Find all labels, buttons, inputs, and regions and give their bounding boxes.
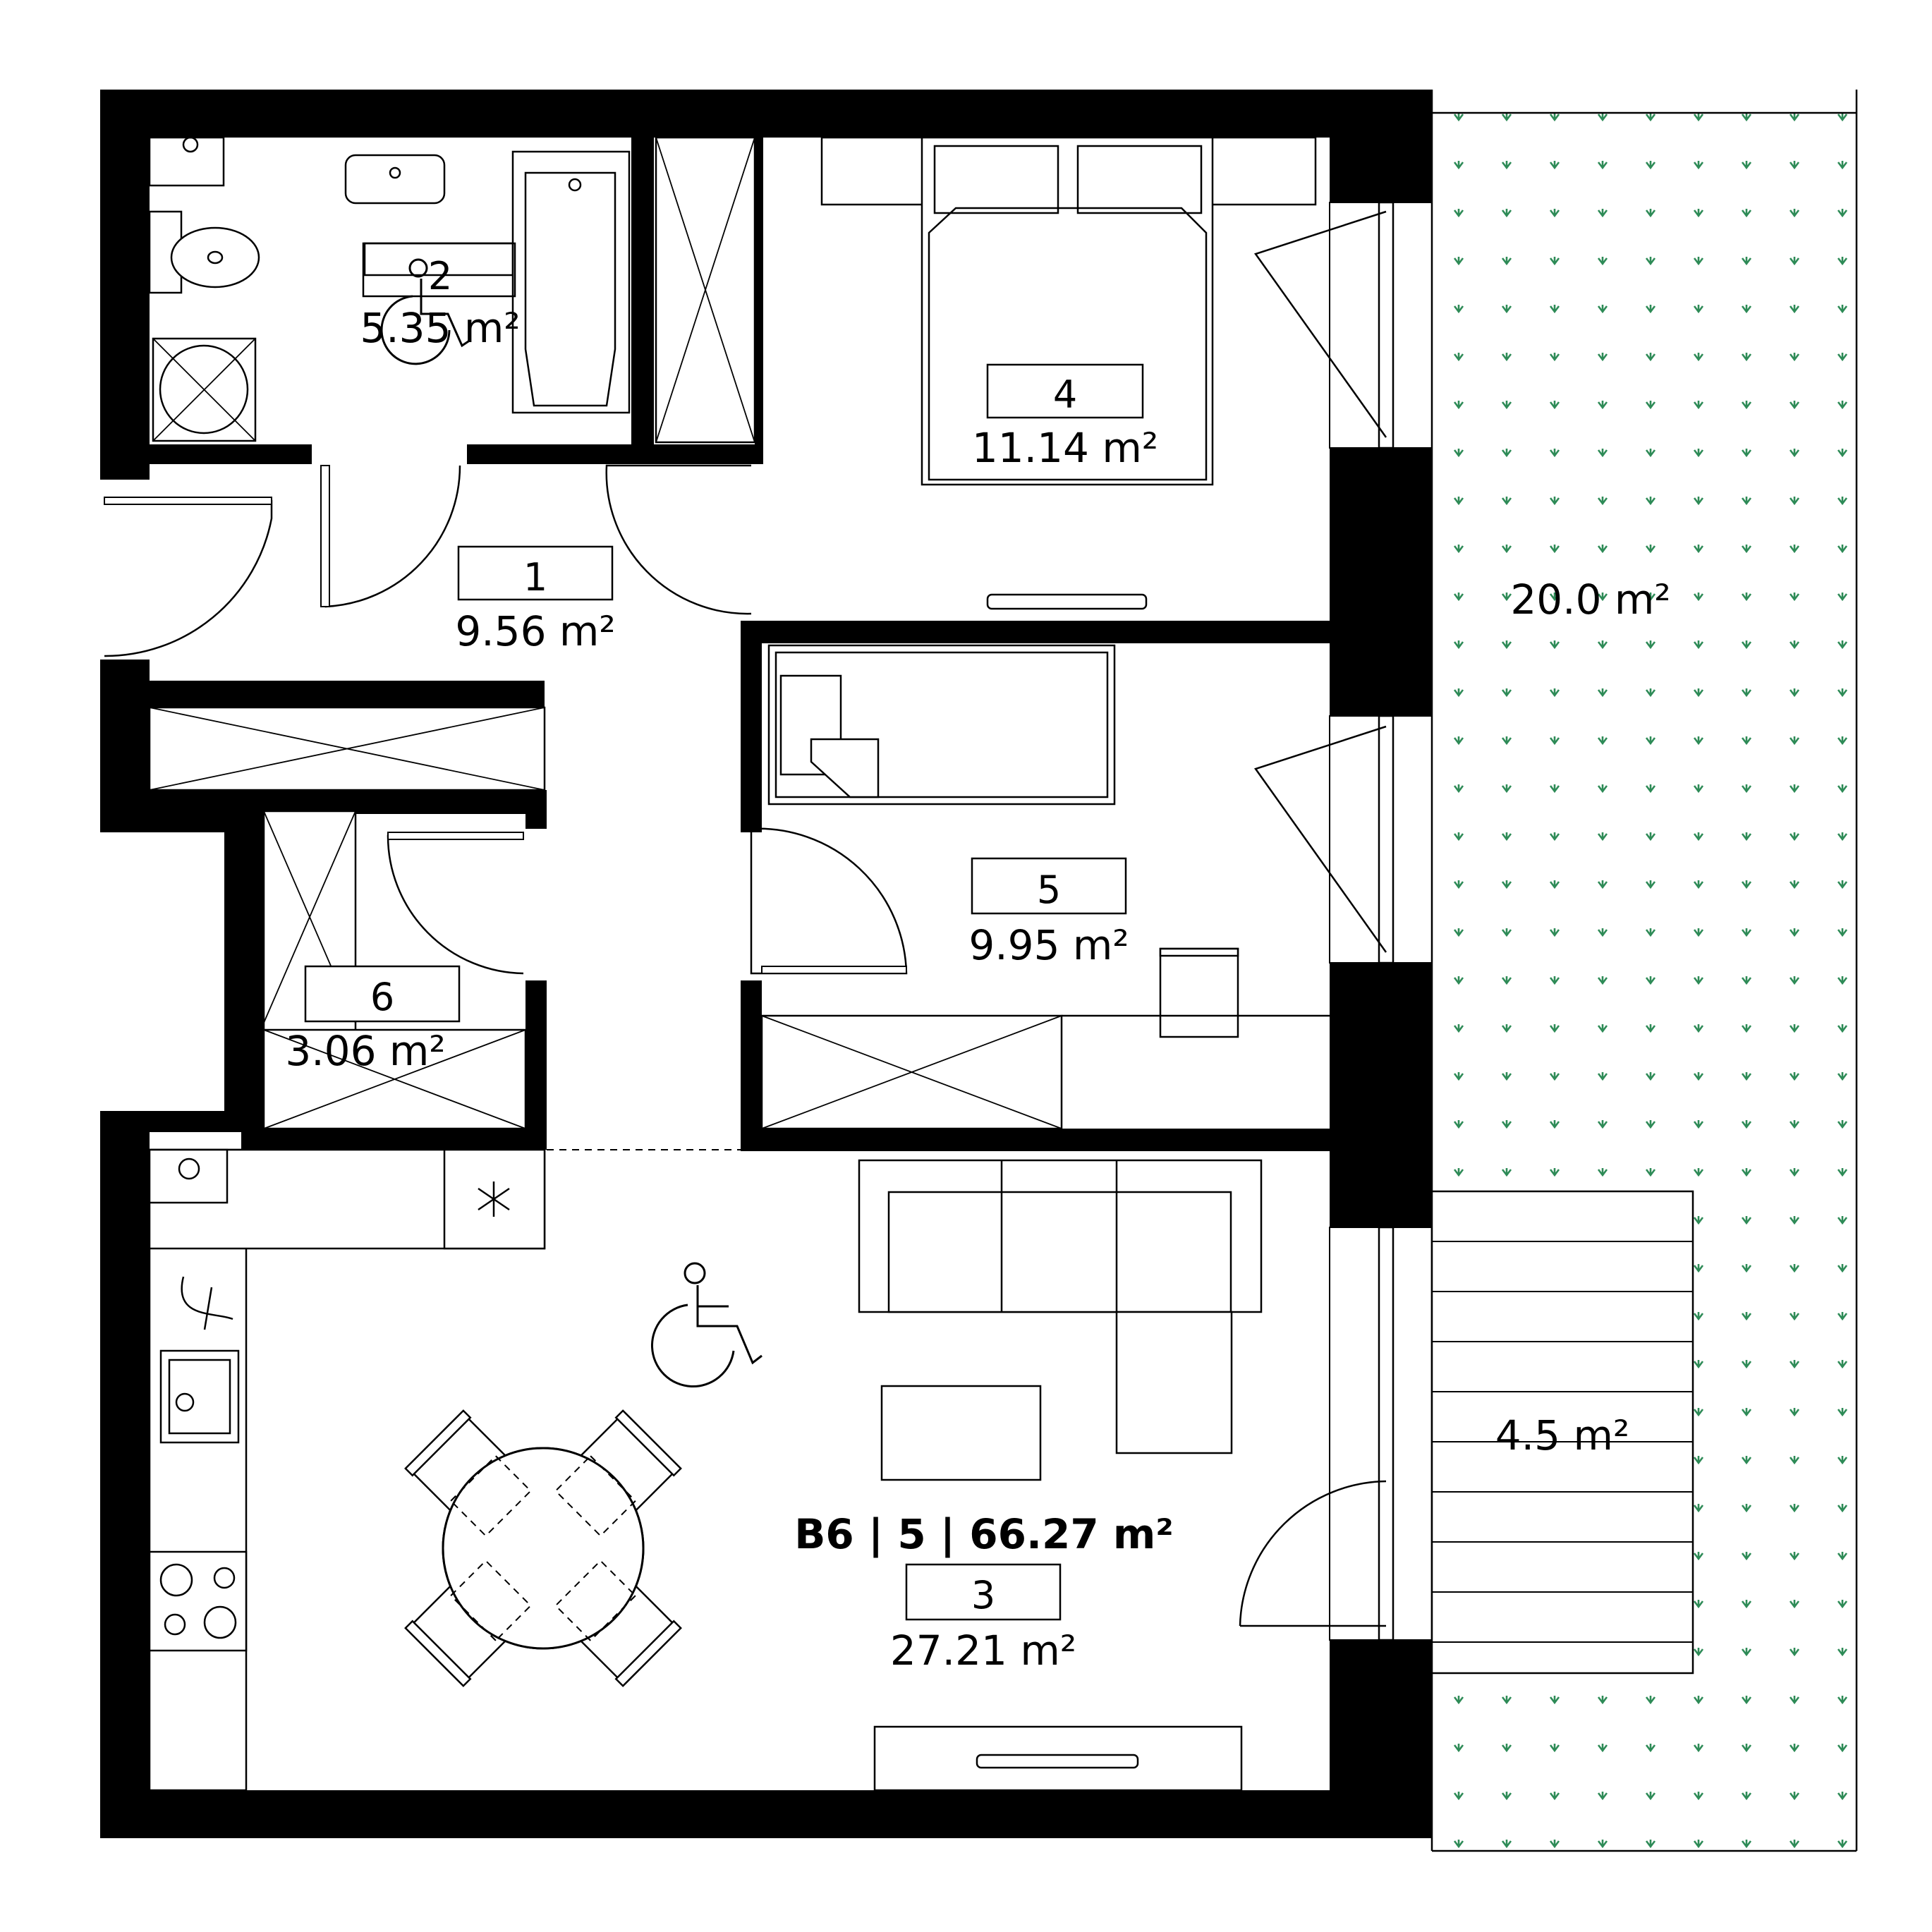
room-4-area: 11.14 m² (972, 424, 1158, 472)
room-4-number: 4 (1053, 372, 1077, 417)
bathroom-fixtures (148, 136, 756, 444)
apartment-title: B6 | 5 | 66.27 m² (794, 1510, 1174, 1558)
room-5-number: 5 (1037, 868, 1061, 912)
dining-table (442, 1447, 645, 1650)
doors (104, 464, 1330, 1640)
room-2-number: 2 (428, 254, 452, 298)
room-1-label: 1 9.56 m² (455, 545, 616, 655)
sofa (858, 1159, 1263, 1481)
room-1-area: 9.56 m² (455, 607, 615, 655)
bedroom-5-furniture (760, 644, 1330, 1130)
room-2-label: 2 5.35 m² (360, 242, 521, 352)
room-5-area: 9.95 m² (968, 921, 1129, 969)
chair-under-table (449, 1454, 532, 1537)
room-labels: 2 5.35 m² 4 11.14 m² 1 9.56 m² 5 9.95 m²… (285, 242, 1671, 1675)
room-3-number: 3 (971, 1573, 995, 1617)
room-6-area: 3.06 m² (285, 1027, 445, 1075)
kitchen (148, 1148, 546, 1792)
window-swings (1239, 210, 1387, 1627)
wheelchair-icon (651, 1262, 763, 1387)
room-3-area: 27.21 m² (890, 1627, 1076, 1675)
chair-under-table (554, 1560, 637, 1642)
room-6-number: 6 (370, 975, 394, 1019)
walls (100, 90, 1432, 1838)
room-6-label: 6 3.06 m² (285, 965, 461, 1075)
bedroom-4-furniture (820, 136, 1317, 610)
chair-under-table (449, 1560, 532, 1642)
tv-unit (873, 1725, 1243, 1792)
chair-under-table (554, 1454, 637, 1537)
room-5-label: 5 9.95 m² (968, 857, 1129, 969)
room-4-label: 4 11.14 m² (972, 363, 1158, 472)
room-3-label: B6 | 5 | 66.27 m² 3 27.21 m² (794, 1510, 1174, 1675)
room-1-number: 1 (523, 555, 547, 600)
deck (1430, 1190, 1694, 1675)
wheelchair-icon (380, 258, 471, 365)
dining-set (404, 1409, 682, 1687)
windows (1329, 201, 1433, 1641)
room-2-area: 5.35 m² (360, 304, 520, 352)
deck-area: 4.5 m² (1495, 1411, 1629, 1459)
terrace-area: 20.0 m² (1510, 576, 1670, 624)
